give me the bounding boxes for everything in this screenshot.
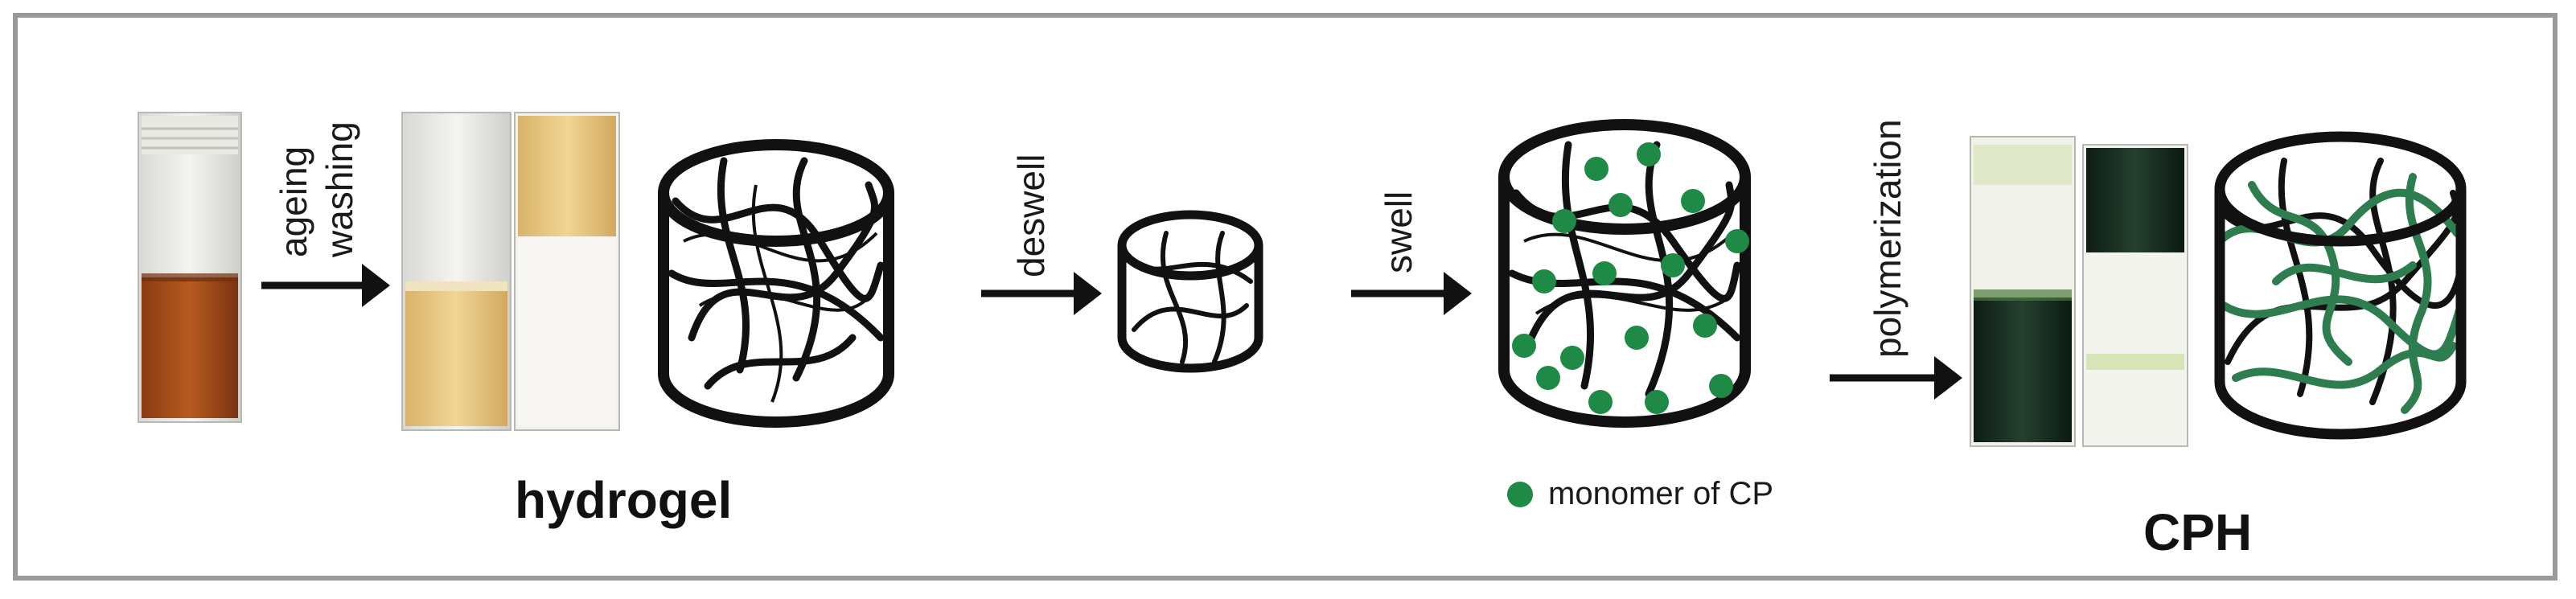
arrow-polymerization [1830,356,1962,400]
label-hydrogel: hydrogel [515,471,733,529]
legend-monomer-label: monomer of CP [1548,476,1774,511]
hydrogel-network-cylinder [658,139,894,428]
label-cph: CPH [2143,503,2253,561]
vial-precursor-photo [138,112,242,423]
arrow-ageing-washing [261,264,390,307]
cph-photos [1970,136,2188,447]
arrow-deswell [981,272,1102,315]
swollen-network-cylinder [1498,119,1751,428]
monomer-dots [1512,142,1749,414]
label-washing: washing [318,121,360,257]
label-deswell: deswell [1010,154,1052,277]
label-ageing: ageing [273,146,314,257]
legend-monomer-dot [1507,482,1533,507]
cph-network-cylinder [2214,131,2467,440]
arrow-swell [1351,272,1472,315]
label-swell: swell [1378,191,1419,273]
label-polymerization: polymerization [1867,119,1908,358]
deswelled-network-cylinder [1117,210,1263,373]
hydrogel-photos [401,112,620,431]
